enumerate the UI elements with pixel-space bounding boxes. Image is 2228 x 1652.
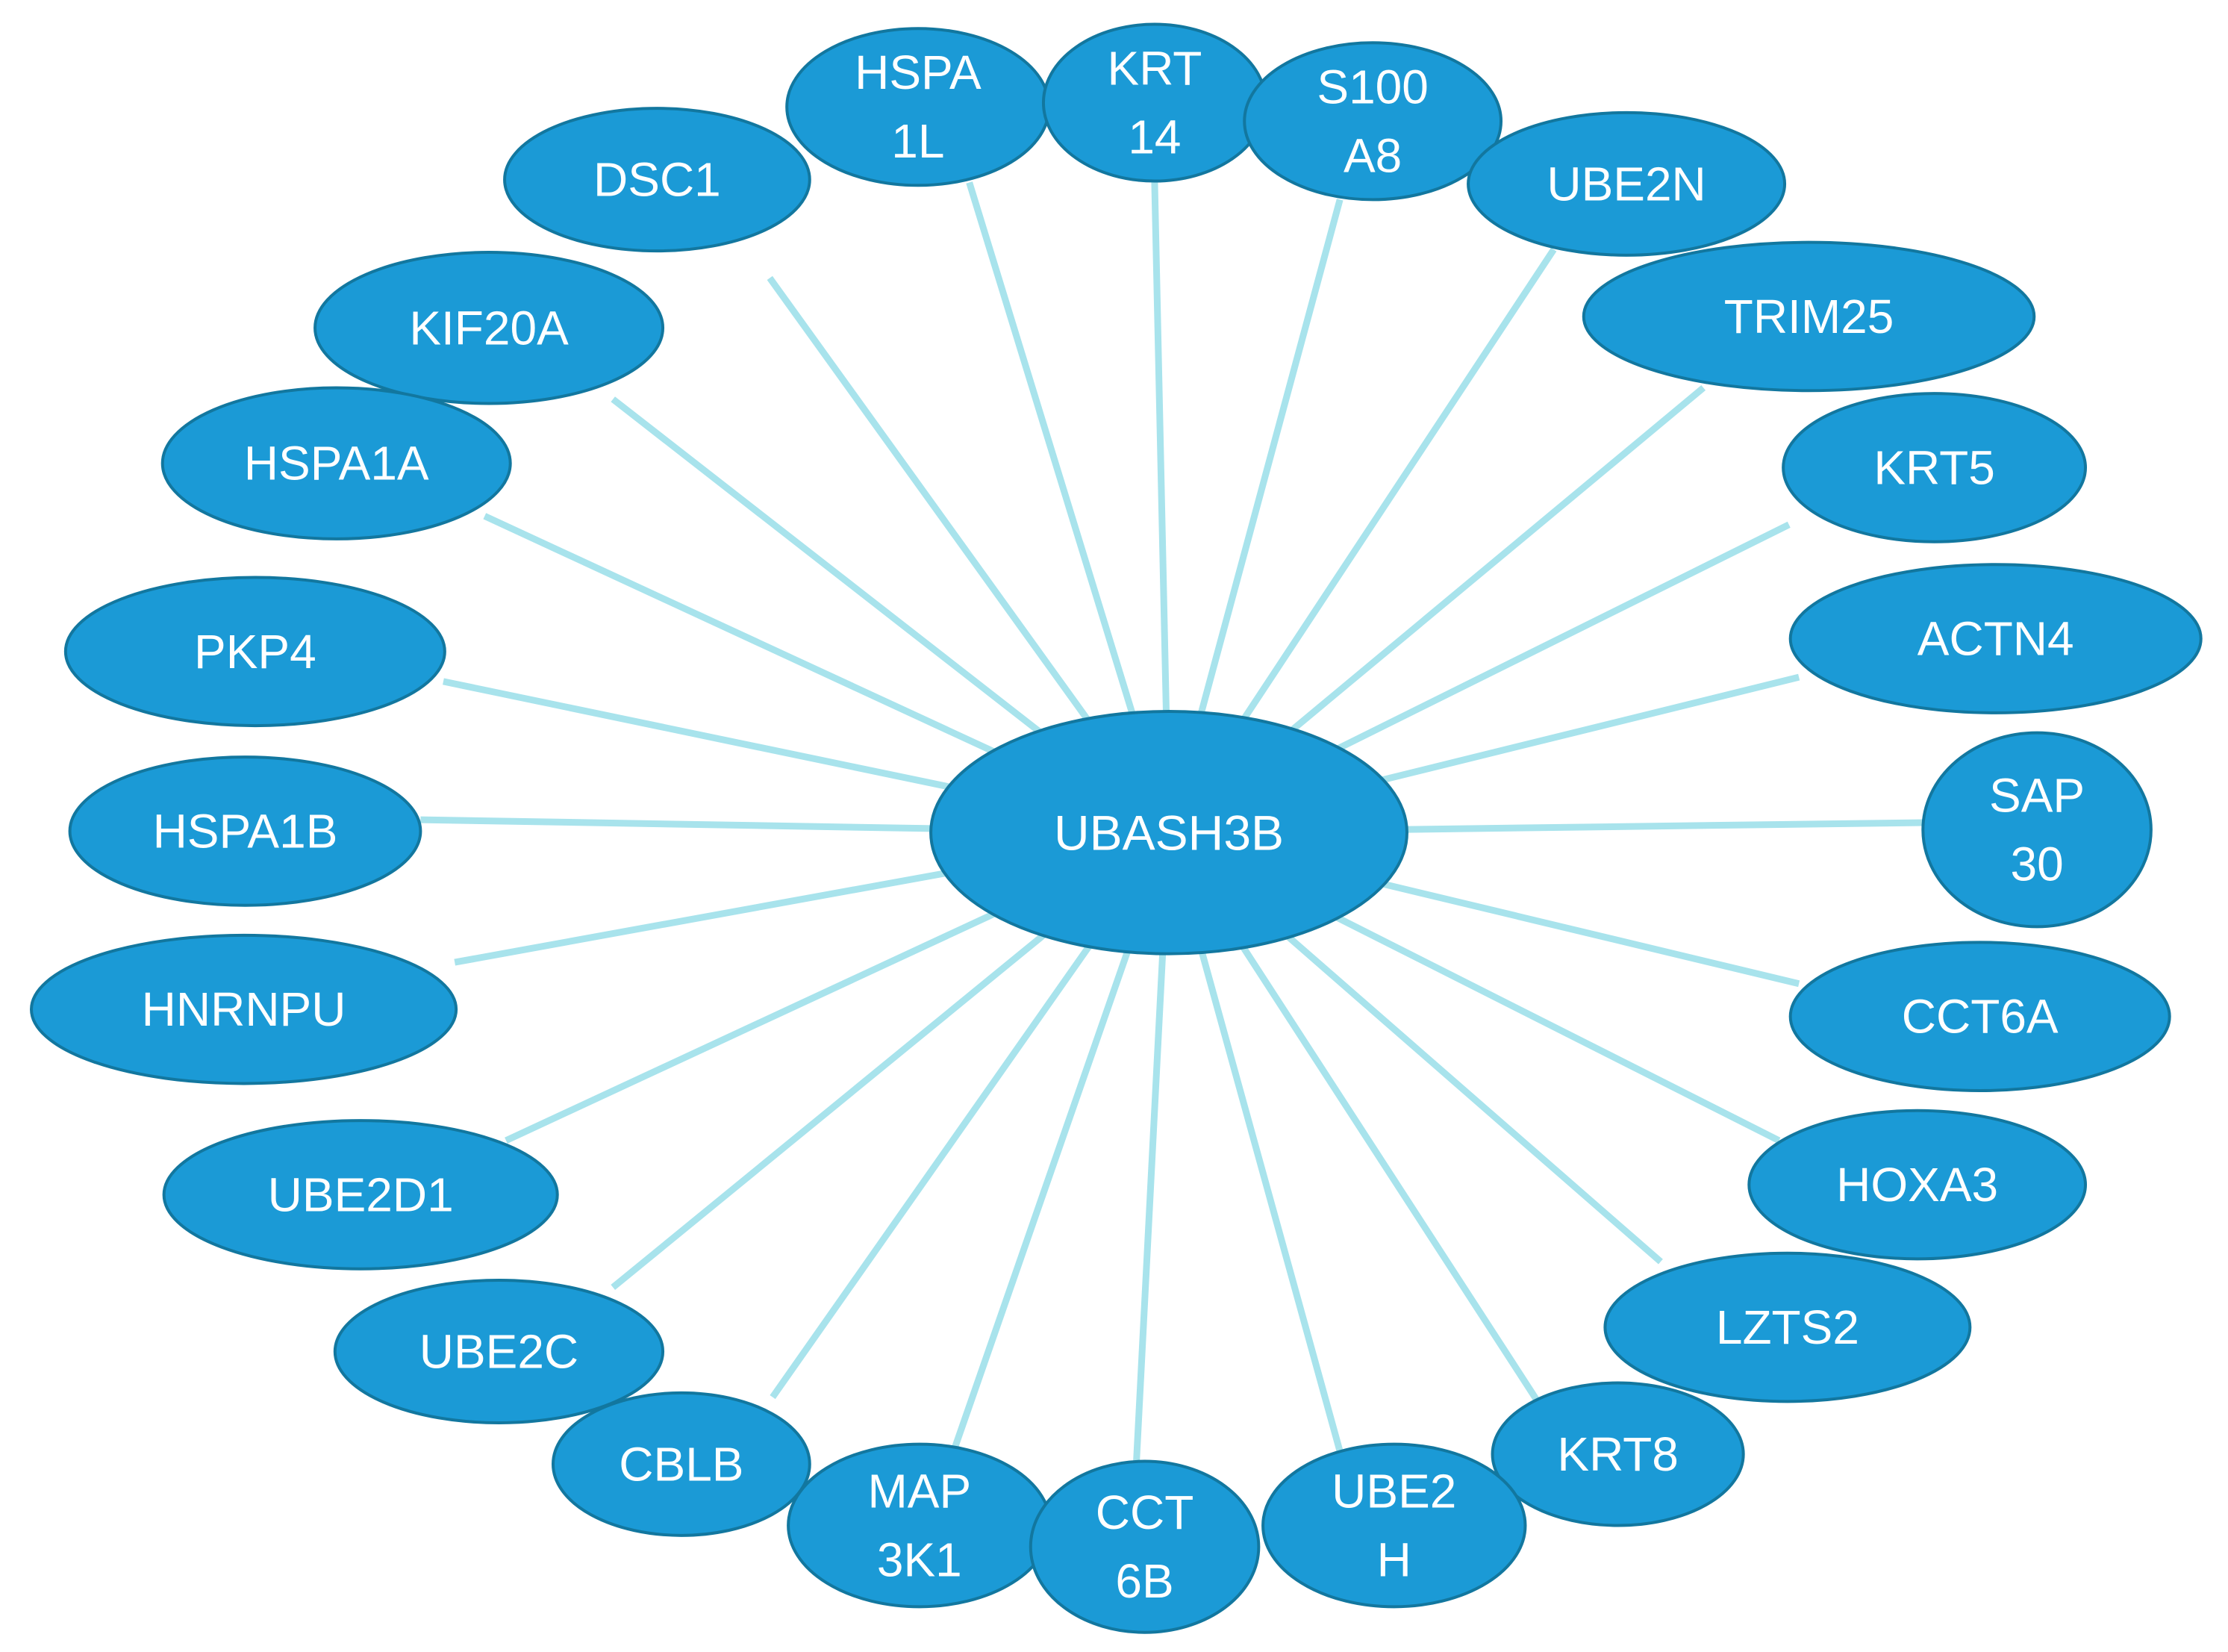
- node-label-hspa1b: HSPA1B: [153, 804, 338, 858]
- node-label-hspa1l-line1: HSPA: [855, 46, 982, 99]
- node-cblb: CBLB: [551, 1391, 811, 1537]
- node-ellipse-krt8: [1491, 1381, 1745, 1527]
- node-ellipse-ube2c: [333, 1278, 665, 1424]
- node-ellipse-hnrnpu: [30, 933, 458, 1085]
- node-label-ube2h-line1: UBE2: [1332, 1464, 1456, 1518]
- node-label-dsc1: DSC1: [593, 153, 721, 207]
- node-ellipse-hspa1a: [160, 386, 512, 540]
- node-label-ube2n: UBE2N: [1547, 157, 1706, 211]
- node-label-map3k1-line1: MAP: [867, 1464, 971, 1518]
- node-label-hoxa3: HOXA3: [1836, 1158, 1998, 1212]
- node-lzts2: LZTS2: [1603, 1251, 1972, 1403]
- node-label-sap30-line2: 30: [2010, 837, 2063, 891]
- node-ellipse-pkp4: [63, 576, 446, 728]
- node-label-krt14-line1: KRT: [1108, 42, 1202, 96]
- node-trim25: TRIM25: [1582, 240, 2036, 393]
- node-label-cct6a: CCT6A: [1902, 990, 2059, 1044]
- node-ellipse-cblb: [551, 1391, 811, 1537]
- node-ellipse-ube2d1: [162, 1119, 559, 1271]
- node-krt5: KRT5: [1782, 392, 2088, 543]
- node-label-trim25: TRIM25: [1724, 290, 1894, 343]
- node-hspa1l: HSPA 1L: [785, 27, 1051, 187]
- node-ellipse-hoxa3: [1747, 1109, 2088, 1261]
- node-label-ube2h-line2: H: [1377, 1533, 1411, 1586]
- node-ellipse-lzts2: [1603, 1251, 1972, 1403]
- node-label-krt8: KRT8: [1557, 1427, 1678, 1481]
- nodes-layer: DSC1HSPA1LKRT14S100A8UBE2NTRIM25KIF20AHS…: [30, 22, 2203, 1634]
- node-ellipse-ubash3b: [929, 709, 1408, 956]
- node-krt8: KRT8: [1491, 1381, 1745, 1527]
- node-ellipse-s100a8: [1243, 41, 1503, 202]
- node-hspa1a: HSPA1A: [160, 386, 512, 540]
- node-label-ubash3b: UBASH3B: [1054, 805, 1284, 860]
- node-label-cct6b-line1: CCT: [1096, 1486, 1194, 1539]
- node-label-pkp4: PKP4: [194, 625, 316, 679]
- node-pkp4: PKP4: [63, 576, 446, 728]
- node-label-sap30-line1: SAP: [1989, 768, 2085, 822]
- node-actn4: ACTN4: [1788, 563, 2203, 714]
- node-ellipse-actn4: [1788, 563, 2203, 714]
- node-cct6b: CCT 6B: [1029, 1459, 1261, 1634]
- node-label-krt14-line2: 14: [1128, 110, 1181, 164]
- node-cct6a: CCT6A: [1788, 941, 2171, 1092]
- node-label-cct6b-line2: 6B: [1115, 1554, 1173, 1608]
- node-label-hspa1l-line2: 1L: [891, 114, 944, 168]
- node-label-kif20a: KIF20A: [409, 301, 569, 355]
- node-label-actn4: ACTN4: [1917, 612, 2074, 666]
- node-krt14: KRT 14: [1041, 22, 1267, 183]
- node-hnrnpu: HNRNPU: [30, 933, 458, 1085]
- node-label-ube2c: UBE2C: [419, 1324, 578, 1378]
- node-ellipse-trim25: [1582, 240, 2036, 393]
- node-label-ube2d1: UBE2D1: [268, 1168, 454, 1221]
- node-ube2c: UBE2C: [333, 1278, 665, 1424]
- node-ellipse-hspa1b: [68, 755, 422, 907]
- node-ube2n: UBE2N: [1467, 110, 1787, 257]
- node-map3k1: MAP 3K1: [787, 1442, 1052, 1609]
- node-label-krt5: KRT5: [1873, 440, 1994, 494]
- node-ube2d1: UBE2D1: [162, 1119, 559, 1271]
- node-hspa1b: HSPA1B: [68, 755, 422, 907]
- node-hoxa3: HOXA3: [1747, 1109, 2088, 1261]
- node-label-cblb: CBLB: [619, 1437, 743, 1491]
- node-dsc1: DSC1: [503, 107, 811, 253]
- node-label-hspa1a: HSPA1A: [244, 437, 429, 490]
- node-label-hnrnpu: HNRNPU: [142, 982, 346, 1036]
- node-ellipse-dsc1: [503, 107, 811, 253]
- node-label-s100a8-line2: A8: [1344, 128, 1402, 182]
- node-label-map3k1-line2: 3K1: [877, 1533, 962, 1586]
- node-ellipse-sap30: [1921, 731, 2153, 929]
- node-sap30: SAP 30: [1921, 731, 2153, 929]
- node-kif20a: KIF20A: [313, 251, 665, 405]
- node-label-s100a8-line1: S100: [1317, 60, 1428, 113]
- node-ellipse-ube2n: [1467, 110, 1787, 257]
- node-ellipse-kif20a: [313, 251, 665, 405]
- node-label-lzts2: LZTS2: [1716, 1300, 1859, 1354]
- node-ellipse-krt5: [1782, 392, 2088, 543]
- node-ellipse-ube2h: [1261, 1442, 1527, 1609]
- node-ellipse-cct6a: [1788, 941, 2171, 1092]
- node-ubash3b: UBASH3B: [929, 709, 1408, 956]
- node-ellipse-cct6b: [1029, 1459, 1261, 1634]
